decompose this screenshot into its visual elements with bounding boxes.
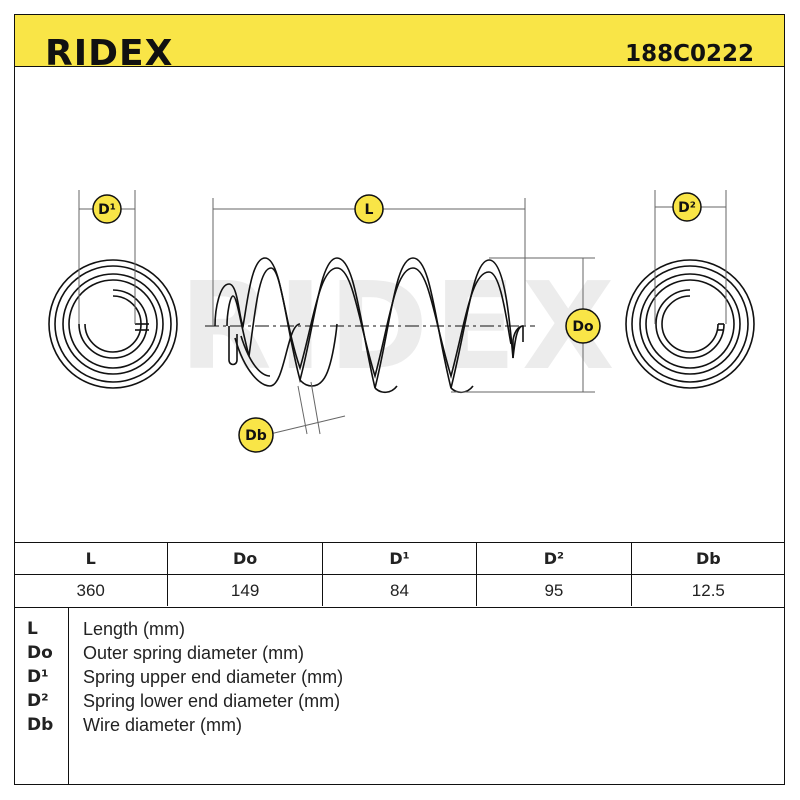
- spring-diagram: RIDEX D¹ L: [48, 190, 755, 453]
- legend-item: D² Spring lower end diameter (mm): [14, 691, 785, 715]
- header-cell-l: L: [14, 543, 169, 574]
- spec-table-values: 360 149 84 95 12.5: [14, 575, 785, 606]
- svg-text:Db: Db: [245, 428, 267, 444]
- svg-text:D²: D²: [678, 200, 696, 216]
- legend-desc: Wire diameter (mm): [83, 715, 243, 735]
- value-cell-d2: 95: [477, 575, 632, 606]
- legend-desc: Length (mm): [83, 619, 186, 639]
- value-cell-do: 149: [168, 575, 323, 606]
- l-badge: L: [354, 194, 384, 224]
- legend-code: Db: [27, 715, 54, 735]
- header-bar: RIDEX 188C0222: [14, 14, 785, 73]
- do-badge: Do: [565, 308, 601, 344]
- part-number: 188C0222: [625, 41, 754, 67]
- header-cell-d2: D²: [477, 543, 632, 574]
- legend-desc: Spring upper end diameter (mm): [83, 667, 344, 687]
- d2-badge: D²: [672, 192, 702, 222]
- legend-item: D¹ Spring upper end diameter (mm): [14, 667, 785, 691]
- legend-code: D²: [27, 691, 49, 711]
- lower-end-view: [625, 259, 755, 389]
- legend: L Length (mm) Do Outer spring diameter (…: [14, 607, 785, 785]
- legend-code: D¹: [27, 667, 49, 687]
- legend-desc: Spring lower end diameter (mm): [83, 691, 341, 711]
- legend-item: Db Wire diameter (mm): [14, 715, 785, 739]
- header-cell-d1: D¹: [323, 543, 478, 574]
- upper-end-view: [48, 259, 178, 389]
- ridex-logo: RIDEX: [45, 35, 210, 73]
- svg-text:D¹: D¹: [98, 202, 116, 218]
- spec-table: L Do D¹ D² Db 360 149 84 95 12.5: [14, 542, 785, 608]
- svg-text:Do: Do: [572, 319, 594, 335]
- spring-side-view: [214, 257, 524, 394]
- value-cell-db: 12.5: [691, 580, 725, 600]
- header-cell-db: Db: [695, 549, 721, 568]
- header-cell-do: Do: [168, 543, 323, 574]
- db-badge: Db: [238, 417, 274, 453]
- legend-code: Do: [27, 643, 53, 663]
- d1-badge: D¹: [92, 194, 122, 224]
- legend-desc: Outer spring diameter (mm): [83, 643, 305, 663]
- legend-code: L: [27, 619, 38, 639]
- value-cell-l: 360: [14, 575, 169, 606]
- spec-table-header: L Do D¹ D² Db: [14, 543, 785, 575]
- logo-text: RIDEX: [45, 33, 174, 74]
- svg-text:L: L: [365, 202, 374, 218]
- value-cell-d1: 84: [323, 575, 478, 606]
- legend-item: L Length (mm): [14, 619, 785, 643]
- legend-item: Do Outer spring diameter (mm): [14, 643, 785, 667]
- db-dimension: [269, 381, 346, 435]
- legend-divider: [68, 607, 69, 785]
